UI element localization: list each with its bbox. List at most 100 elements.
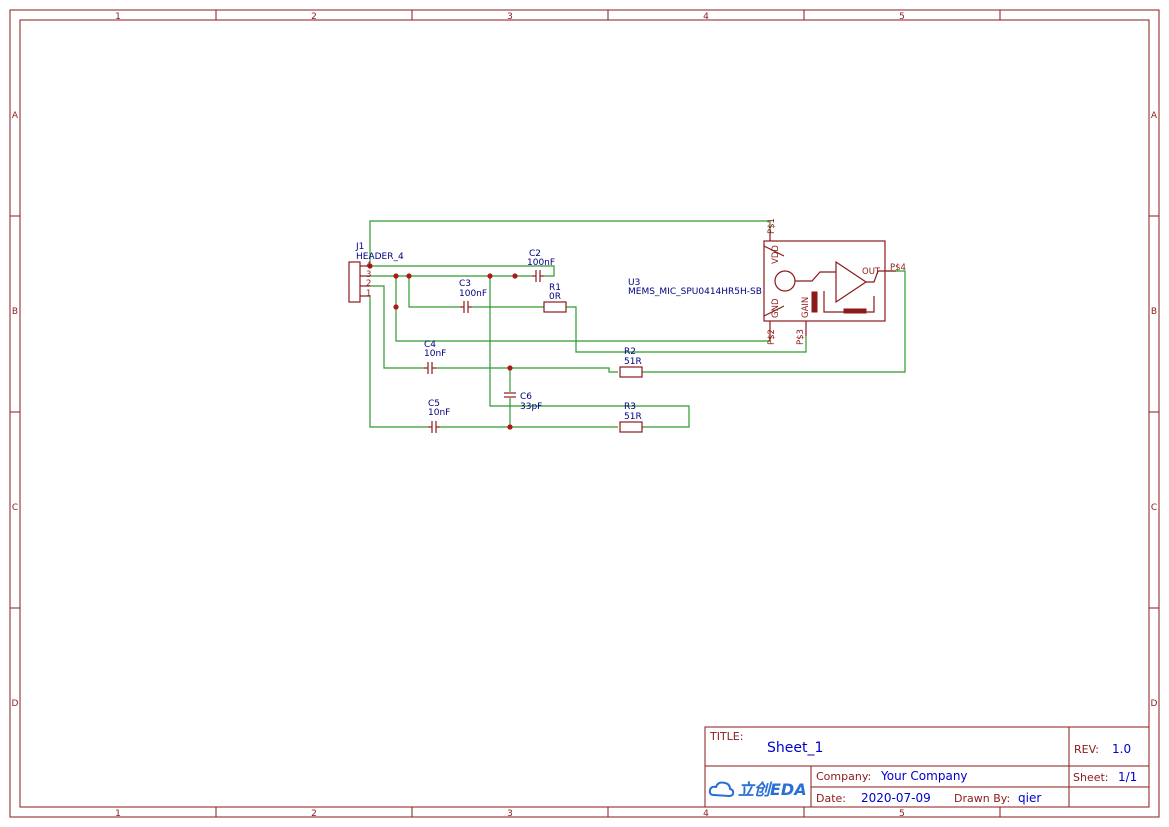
j1-pin-number: 3: [366, 270, 371, 280]
u3-ref: U3: [628, 278, 640, 288]
row-label-left: B: [12, 307, 18, 317]
drawing-frame: 1 2 3 4 5 1 2 3 4 5 A B C D A B C D: [9, 9, 1160, 819]
mems-mic-u3[interactable]: VDD GND GAIN OUT P$1 P$2 P$3 P$4 U3 MEMS…: [628, 218, 906, 345]
col-label-bottom: 2: [311, 809, 317, 819]
j1-pin-number: 4: [366, 261, 371, 271]
c5-value: 10nF: [428, 408, 450, 418]
wire-pin1[interactable]: [369, 296, 428, 428]
c6-value: 33pF: [520, 402, 542, 412]
u3-pin-name-gnd: GND: [771, 298, 781, 318]
col-label-bottom: 4: [703, 809, 709, 819]
junction-dot: [512, 273, 518, 279]
row-label-left: D: [12, 699, 19, 709]
c2-ref: C2: [529, 249, 541, 259]
junction-dot: [406, 273, 412, 279]
col-label-top: 3: [507, 12, 513, 22]
sheet-caption: Sheet:: [1073, 771, 1109, 784]
row-label-right: D: [1151, 699, 1158, 709]
junction-dot: [487, 273, 493, 279]
wire-c3-left[interactable]: [408, 276, 460, 308]
r2-ref: R2: [624, 347, 636, 357]
c4-ref: C4: [424, 340, 436, 350]
col-label-top: 2: [311, 12, 317, 22]
row-label-left: C: [12, 503, 18, 513]
u3-body: [763, 240, 886, 322]
r1-value: 0R: [549, 292, 561, 302]
u3-value: MEMS_MIC_SPU0414HR5H-SB: [628, 287, 762, 297]
company-value: Your Company: [880, 769, 968, 783]
cloud-icon: [708, 781, 735, 798]
company-caption: Company:: [816, 770, 871, 783]
wire-vdd[interactable]: [369, 220, 771, 266]
u3-pin-number-p3: P$3: [796, 329, 806, 345]
logo-text: 立创EDA: [738, 780, 807, 799]
drawn-by-caption: Drawn By:: [954, 792, 1010, 805]
c4-value: 10nF: [424, 349, 446, 359]
c3-value: 100nF: [459, 289, 487, 299]
row-label-right: C: [1151, 503, 1157, 513]
col-label-bottom: 1: [115, 809, 121, 819]
c5-ref: C5: [428, 399, 440, 409]
row-label-right: B: [1151, 307, 1157, 317]
wire-c4-r2[interactable]: [436, 367, 618, 373]
j1-ref: J1: [355, 242, 364, 252]
date-caption: Date:: [816, 792, 846, 805]
c6-ref: C6: [520, 392, 532, 402]
capacitor-c3[interactable]: C3 100nF: [459, 279, 487, 313]
wire-c6-loop[interactable]: [489, 276, 690, 428]
resistor-r1[interactable]: R1 0R: [543, 283, 567, 313]
wire-c2-right[interactable]: [370, 265, 555, 277]
rev-caption: REV:: [1074, 743, 1099, 756]
connector-j1[interactable]: 4 3 2 1 J1 HEADER_4: [348, 242, 404, 303]
title-block: TITLE: Sheet_1 REV: 1.0 立创EDA Company: Y…: [704, 726, 1150, 808]
junction-dot: [507, 424, 513, 430]
sheet-value: 1/1: [1118, 770, 1137, 784]
capacitor-c6[interactable]: C6 33pF: [504, 392, 542, 412]
title-block-border: [704, 726, 1150, 808]
wire-gnd-u3[interactable]: [395, 276, 770, 342]
c2-value: 100nF: [527, 258, 555, 268]
wire-gain[interactable]: [566, 306, 807, 353]
outer-border: [9, 9, 1160, 818]
date-value: 2020-07-09: [861, 791, 931, 805]
u3-pin-name-out: OUT: [862, 267, 881, 277]
u3-pin-number-p2: P$2: [767, 329, 777, 345]
u3-pin-number-p4: P$4: [890, 263, 906, 273]
u3-pin-number-p1: P$1: [767, 218, 777, 234]
c3-ref: C3: [459, 279, 471, 289]
microphone-icon: [774, 270, 796, 292]
lceda-logo: 立创EDA: [708, 780, 807, 799]
resistor-r2[interactable]: R2 51R: [619, 347, 643, 378]
rev-value: 1.0: [1112, 742, 1131, 756]
wires: [369, 220, 906, 428]
col-label-bottom: 3: [507, 809, 513, 819]
r3-ref: R3: [624, 402, 636, 412]
row-label-right: A: [1151, 111, 1158, 121]
row-label-left: A: [12, 111, 19, 121]
col-label-top: 1: [115, 12, 121, 22]
wire-pin2[interactable]: [370, 285, 424, 369]
j1-pin-number: 2: [366, 279, 371, 289]
junction-dot: [393, 304, 399, 310]
inner-border: [19, 19, 1150, 808]
resistor-r3[interactable]: R3 51R: [619, 402, 643, 433]
u3-pin-name-vdd: VDD: [771, 245, 781, 264]
amplifier-icon: [835, 260, 868, 304]
r1-ref: R1: [549, 283, 561, 293]
r2-value: 51R: [624, 357, 642, 367]
col-label-top: 4: [703, 12, 709, 22]
col-label-top: 5: [899, 12, 905, 22]
capacitor-c2[interactable]: C2 100nF: [527, 249, 555, 282]
r3-value: 51R: [624, 412, 642, 422]
title-caption: TITLE:: [709, 730, 743, 743]
capacitor-c5[interactable]: C5 10nF: [428, 399, 450, 433]
j1-value: HEADER_4: [356, 252, 404, 262]
header-body: [348, 261, 361, 303]
drawn-by-value: qier: [1018, 791, 1041, 805]
capacitor-c4[interactable]: C4 10nF: [424, 340, 446, 374]
col-label-bottom: 5: [899, 809, 905, 819]
sheet-title: Sheet_1: [767, 740, 823, 756]
junction-dot: [393, 273, 399, 279]
u3-pin-name-gain: GAIN: [801, 297, 811, 318]
